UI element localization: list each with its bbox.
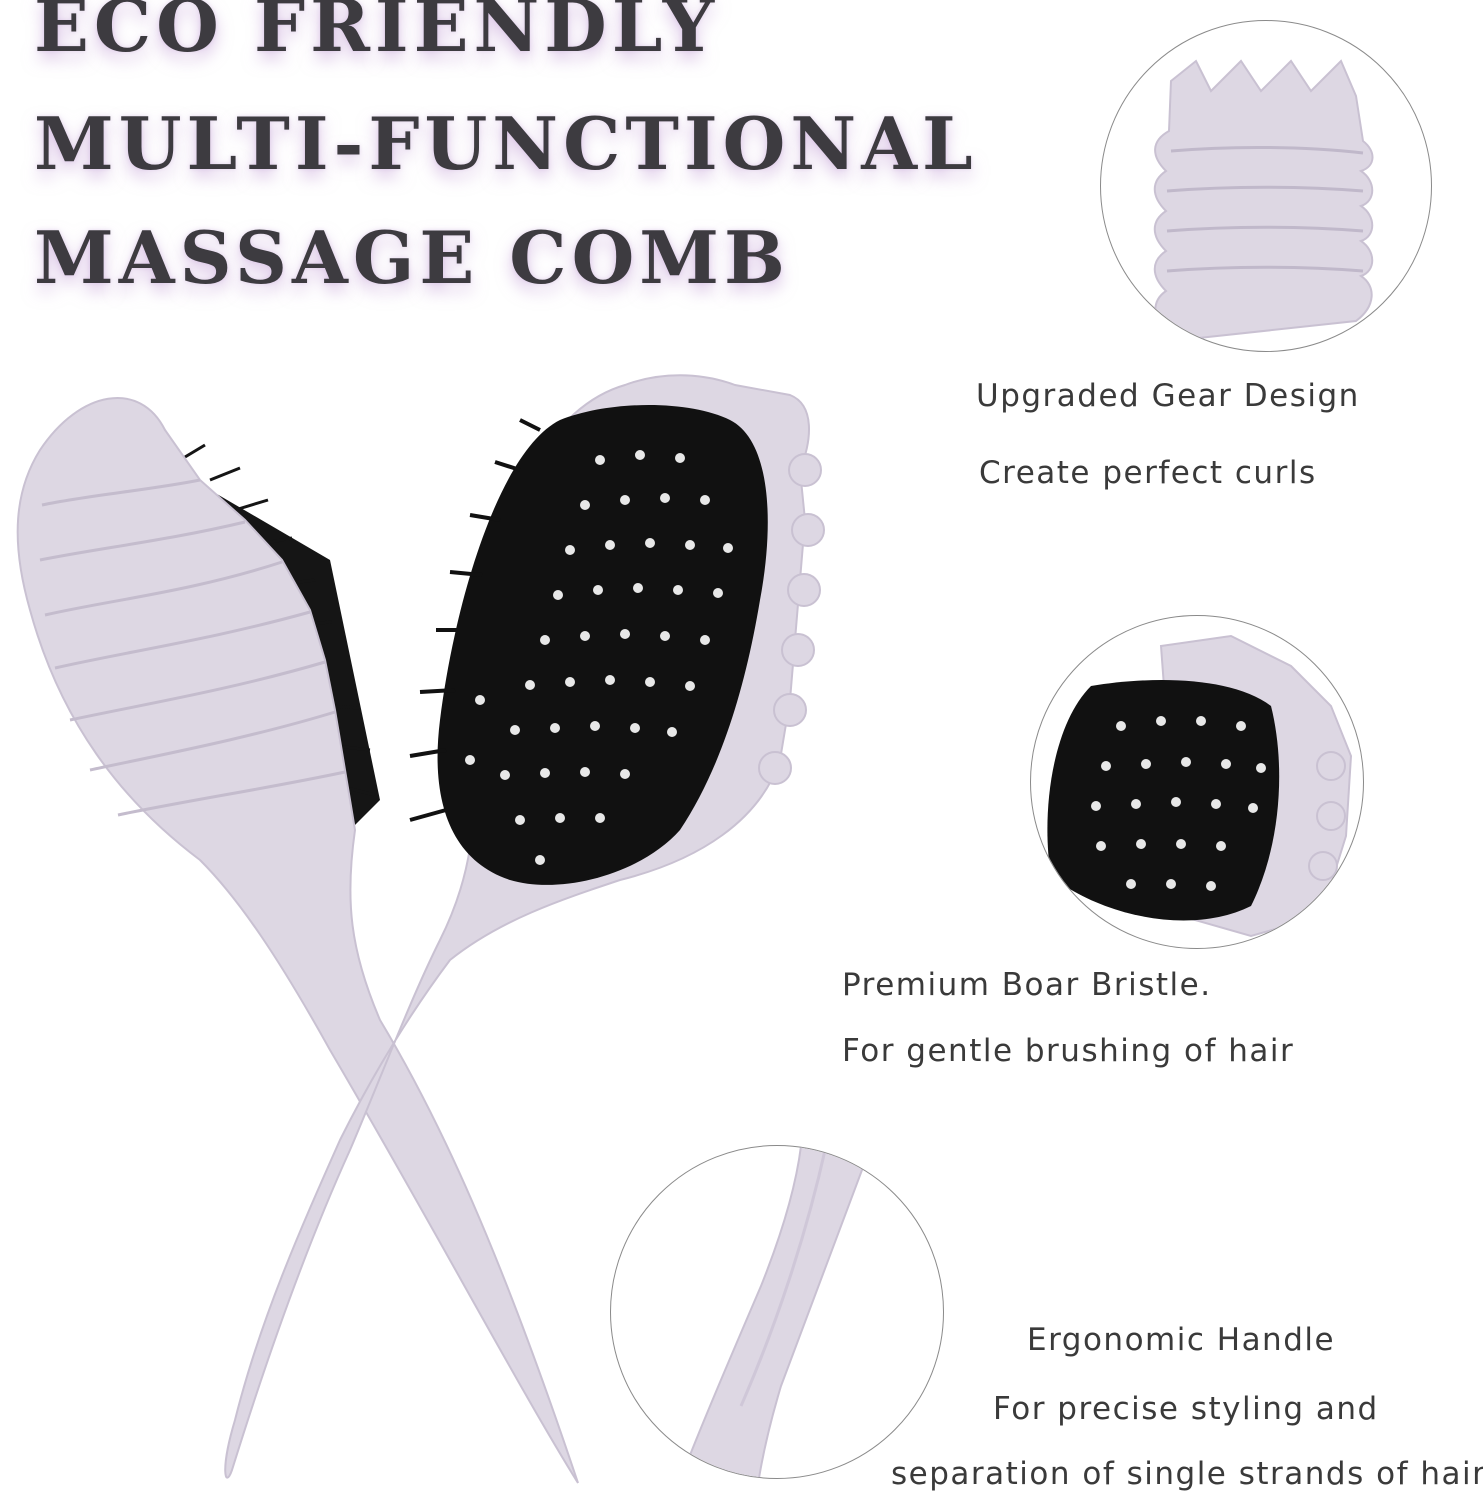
gear-design-detail-circle: [1100, 20, 1432, 352]
feature-3-subtitle-line-2: separation of single strands of hair: [891, 1456, 1483, 1492]
headline-line-3: MASSAGE COMB: [34, 215, 790, 300]
feature-1-subtitle: Create perfect curls: [979, 455, 1317, 491]
feature-1-title: Upgraded Gear Design: [976, 378, 1360, 414]
left-comb: [16, 396, 579, 1484]
feature-3-subtitle: For precise styling and: [993, 1391, 1379, 1427]
handle-closeup: [679, 1146, 873, 1478]
feature-3-title: Ergonomic Handle: [1027, 1322, 1336, 1358]
headline-line-2: MULTI-FUNCTIONAL: [34, 101, 978, 186]
feature-2-subtitle: For gentle brushing of hair: [842, 1033, 1295, 1069]
feature-2-title: Premium Boar Bristle.: [842, 967, 1212, 1003]
ergonomic-handle-detail-circle: [610, 1145, 944, 1479]
crossed-combs-illustration: [16, 374, 825, 1484]
gear-teeth-closeup: [1153, 59, 1374, 343]
headline-line-1: ECO FRIENDLY: [34, 0, 720, 68]
bristle-closeup: [1047, 634, 1353, 938]
right-comb: [224, 374, 825, 1479]
boar-bristle-detail-circle: [1030, 615, 1364, 949]
bristle-tips: [465, 450, 733, 865]
